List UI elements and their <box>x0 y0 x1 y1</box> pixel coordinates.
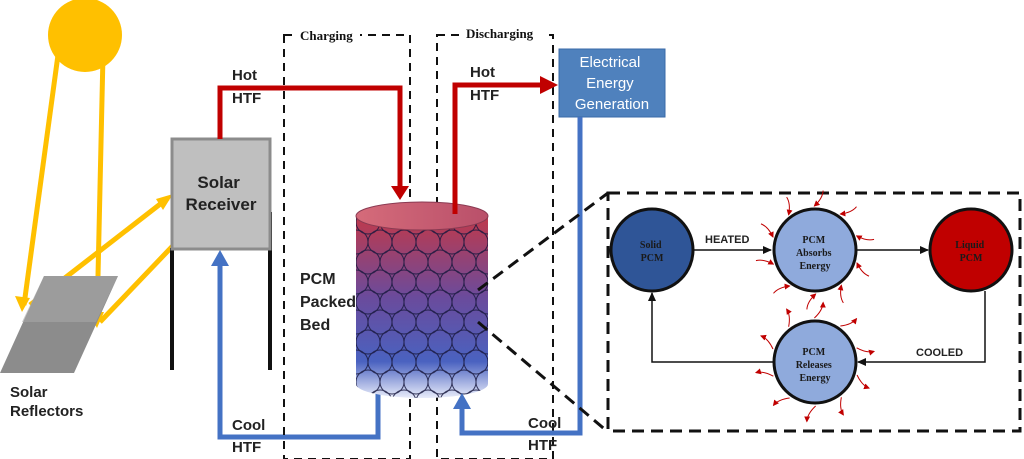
energy-arrow <box>813 190 824 207</box>
energy-arrow <box>856 262 870 277</box>
energy-arrow <box>755 259 775 265</box>
pcm-packed-bed <box>355 201 489 398</box>
pcm-packed-bed-label: PCM Packed Bed <box>300 271 361 334</box>
hot-htf-arrowhead-charging <box>391 186 409 200</box>
cooled-label: COOLED <box>916 347 963 359</box>
discharging-label: Discharging <box>466 26 534 41</box>
energy-arrow <box>804 405 816 423</box>
pcm-sphere <box>475 369 488 395</box>
solar-receiver-box <box>170 137 272 251</box>
pcm-sphere <box>463 229 488 255</box>
pcm-sphere <box>463 349 488 375</box>
zoom-lines <box>477 191 609 434</box>
energy-arrow <box>838 397 844 416</box>
energy-arrow <box>840 317 858 327</box>
energy-arrow <box>786 196 793 216</box>
hot-htf-label-discharging: Hot HTF <box>470 64 499 104</box>
energy-arrow <box>839 206 857 217</box>
pcm-absorbs-label: PCM Absorbs Energy <box>796 235 834 272</box>
pcm-sphere <box>439 389 465 398</box>
hot-htf-arrowhead-discharging <box>540 76 558 94</box>
cool-htf-arrowhead-discharging <box>453 393 471 409</box>
energy-arrow <box>806 293 817 310</box>
energy-arrow <box>837 284 844 304</box>
pcm-sphere <box>475 329 488 355</box>
pcm-sphere <box>475 249 488 275</box>
cool-htf-pipe-discharging <box>459 117 583 436</box>
energy-arrow <box>855 235 875 241</box>
energy-arrow <box>773 283 791 294</box>
solar-reflectors-label: Solar Reflectors <box>10 384 83 420</box>
charging-label: Charging <box>300 28 353 43</box>
energy-arrow <box>760 334 774 350</box>
sun-rays <box>21 54 106 321</box>
releases-to-solid-arrow <box>648 292 774 363</box>
pcm-sphere <box>463 269 488 295</box>
pcm-sphere <box>356 329 357 355</box>
cooled-arrow <box>857 291 986 366</box>
energy-arrow <box>814 301 826 319</box>
liquid-pcm-label: Liquid PCM <box>955 240 986 264</box>
energy-arrow <box>754 368 774 377</box>
hot-htf-label-charging: Hot HTF <box>232 67 261 107</box>
pcm-sphere <box>356 369 357 395</box>
cool-htf-pipe-charging <box>217 262 381 440</box>
electrical-energy-generation-label: Electrical Energy Generation <box>575 54 649 113</box>
heated-label: HEATED <box>705 234 749 246</box>
energy-arrow <box>786 308 792 327</box>
pcm-sphere <box>475 289 488 315</box>
electrical-energy-generation-box <box>558 48 666 118</box>
energy-absorbed-arrows <box>755 190 875 310</box>
cool-htf-label-discharging: Cool HTF <box>528 415 566 454</box>
energy-arrow <box>772 397 790 407</box>
cool-htf-arrowhead-charging <box>211 250 229 266</box>
pcm-sphere <box>463 309 488 335</box>
hot-htf-pipe-charging <box>217 85 403 188</box>
solid-pcm-label: Solid PCM <box>640 240 664 264</box>
energy-released-arrows <box>754 301 876 423</box>
pcm-sphere <box>356 389 369 398</box>
energy-arrow <box>856 374 870 390</box>
sun-icon <box>48 0 122 72</box>
pcm-sphere <box>391 389 417 398</box>
cool-htf-label-charging: Cool HTF <box>232 417 270 456</box>
liquid-pcm-node <box>928 207 1014 293</box>
hot-htf-pipe-discharging <box>452 82 542 214</box>
pcm-sphere <box>463 389 488 398</box>
energy-arrow <box>760 223 774 238</box>
pcm-sphere <box>356 209 357 235</box>
energy-arrow <box>856 347 876 356</box>
pcm-sphere <box>415 389 441 398</box>
pcm-releases-label: PCM Releases Energy <box>796 347 835 384</box>
pcm-sphere <box>367 389 393 398</box>
solar-receiver-label: Solar Receiver <box>186 173 257 214</box>
